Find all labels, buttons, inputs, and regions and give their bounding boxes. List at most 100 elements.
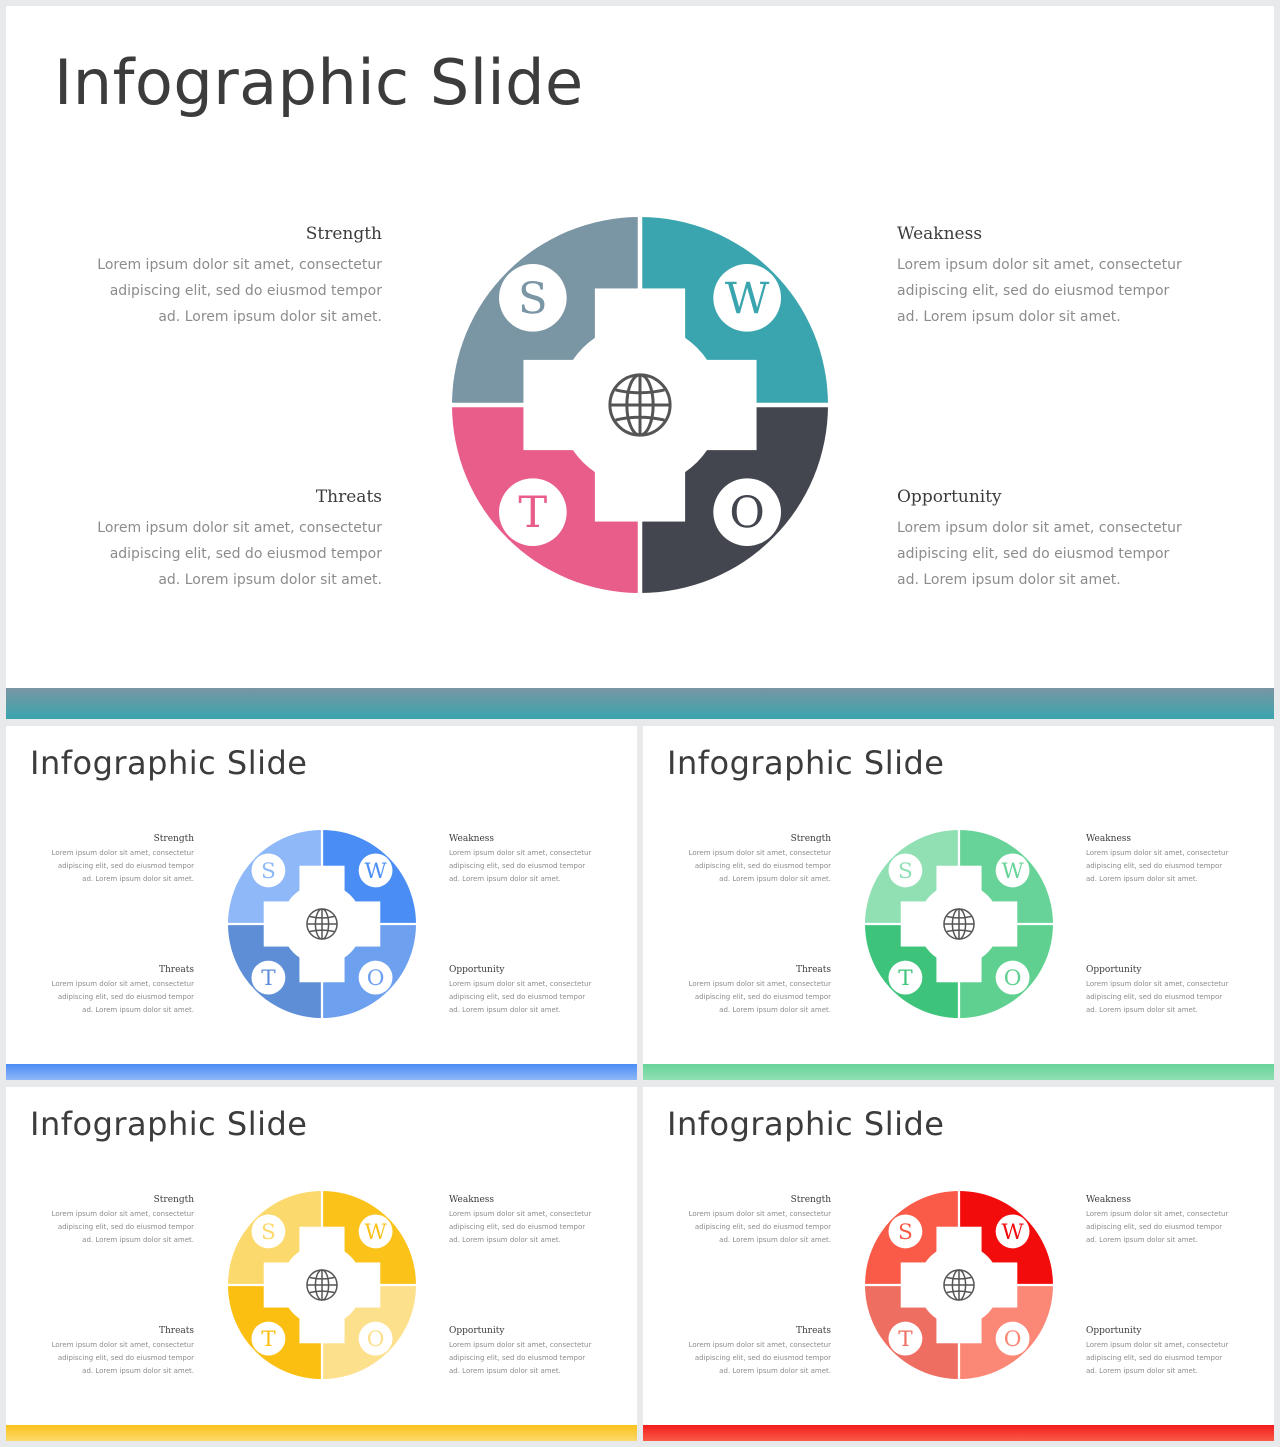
strength-block: Strength Lorem ipsum dolor sit amet, con… — [661, 834, 831, 886]
opportunity-text-line-3: ad. Lorem ipsum dolor sit amet. — [897, 572, 1121, 588]
strength-letter: S — [898, 859, 913, 884]
globe-icon — [306, 1269, 338, 1301]
strength-text-line-3: ad. Lorem ipsum dolor sit amet. — [82, 1236, 194, 1244]
weakness-block: Weakness Lorem ipsum dolor sit amet, con… — [449, 834, 619, 886]
threats-text-line-1: Lorem ipsum dolor sit amet, consectetur — [688, 980, 831, 988]
strength-letter-badge — [499, 264, 567, 332]
threats-text-line-2: adipiscing elit, sed do eiusmod tempor — [57, 993, 194, 1001]
weakness-text-line-3: ad. Lorem ipsum dolor sit amet. — [449, 875, 561, 883]
threats-letter-badge — [251, 960, 286, 995]
threats-block: Threats Lorem ipsum dolor sit amet, cons… — [661, 1326, 831, 1378]
opportunity-text-line-1: Lorem ipsum dolor sit amet, consectetur — [1086, 980, 1229, 988]
weakness-letter: W — [725, 274, 770, 324]
opportunity-letter: O — [367, 1327, 385, 1352]
weakness-letter: W — [1001, 1220, 1024, 1245]
threats-text-line-1: Lorem ipsum dolor sit amet, consectetur — [688, 1341, 831, 1349]
weakness-text-line-3: ad. Lorem ipsum dolor sit amet. — [449, 1236, 561, 1244]
strength-letter-badge — [888, 1214, 923, 1249]
opportunity-text-line-1: Lorem ipsum dolor sit amet, consectetur — [1086, 1341, 1229, 1349]
strength-text-line-3: ad. Lorem ipsum dolor sit amet. — [719, 1236, 831, 1244]
threats-text-line-1: Lorem ipsum dolor sit amet, consectetur — [51, 980, 194, 988]
weakness-block: Weakness Lorem ipsum dolor sit amet, con… — [449, 1195, 619, 1247]
weakness-text-line-1: Lorem ipsum dolor sit amet, consectetur — [1086, 849, 1229, 857]
threats-block: Threats Lorem ipsum dolor sit amet, cons… — [24, 965, 194, 1017]
weakness-heading: Weakness — [1086, 1195, 1132, 1205]
weakness-letter-badge — [358, 1214, 393, 1249]
strength-block: Strength Lorem ipsum dolor sit amet, con… — [24, 834, 194, 886]
weakness-letter-badge — [995, 1214, 1030, 1249]
slide-title: Infographic Slide — [54, 46, 584, 119]
strength-text-line-1: Lorem ipsum dolor sit amet, consectetur — [97, 257, 382, 273]
opportunity-text-line-3: ad. Lorem ipsum dolor sit amet. — [449, 1367, 561, 1375]
threats-heading: Threats — [315, 487, 382, 507]
strength-heading: Strength — [305, 224, 382, 244]
opportunity-block: Opportunity Lorem ipsum dolor sit amet, … — [1086, 1326, 1256, 1378]
opportunity-text-line-2: adipiscing elit, sed do eiusmod tempor — [449, 993, 586, 1001]
weakness-text-line-1: Lorem ipsum dolor sit amet, consectetur — [1086, 1210, 1229, 1218]
opportunity-text-line-3: ad. Lorem ipsum dolor sit amet. — [449, 1006, 561, 1014]
opportunity-text-line-1: Lorem ipsum dolor sit amet, consectetur — [449, 1341, 592, 1349]
strength-block: Strength Lorem ipsum dolor sit amet, con… — [52, 224, 382, 330]
threats-text-line-3: ad. Lorem ipsum dolor sit amet. — [158, 572, 382, 588]
strength-text-line-3: ad. Lorem ipsum dolor sit amet. — [719, 875, 831, 883]
bottom-accent-bar — [643, 1425, 1274, 1441]
threats-letter-badge — [251, 1321, 286, 1356]
threats-heading: Threats — [795, 965, 831, 975]
threats-letter: T — [898, 966, 913, 991]
threats-block: Threats Lorem ipsum dolor sit amet, cons… — [661, 965, 831, 1017]
strength-heading: Strength — [790, 834, 831, 844]
opportunity-text-line-3: ad. Lorem ipsum dolor sit amet. — [1086, 1367, 1198, 1375]
strength-block: Strength Lorem ipsum dolor sit amet, con… — [661, 1195, 831, 1247]
opportunity-letter-badge — [713, 478, 781, 546]
opportunity-letter: O — [729, 488, 764, 538]
strength-letter: S — [898, 1220, 913, 1245]
threats-text-line-2: adipiscing elit, sed do eiusmod tempor — [694, 993, 831, 1001]
strength-text-line-2: adipiscing elit, sed do eiusmod tempor — [57, 862, 194, 870]
strength-heading: Strength — [153, 1195, 194, 1205]
threats-block: Threats Lorem ipsum dolor sit amet, cons… — [24, 1326, 194, 1378]
opportunity-text-line-1: Lorem ipsum dolor sit amet, consectetur — [897, 520, 1182, 536]
weakness-letter: W — [364, 859, 387, 884]
threats-text-line-2: adipiscing elit, sed do eiusmod tempor — [109, 546, 382, 562]
weakness-letter: W — [1001, 859, 1024, 884]
opportunity-letter-badge — [358, 1321, 393, 1356]
weakness-text-line-2: adipiscing elit, sed do eiusmod tempor — [1086, 862, 1223, 870]
strength-text-line-1: Lorem ipsum dolor sit amet, consectetur — [688, 1210, 831, 1218]
strength-letter-badge — [251, 1214, 286, 1249]
weakness-heading: Weakness — [449, 834, 495, 844]
slide-blue: Infographic Slide Strength Lorem ipsum d… — [6, 726, 637, 1080]
weakness-text-line-2: adipiscing elit, sed do eiusmod tempor — [449, 1223, 586, 1231]
opportunity-text-line-2: adipiscing elit, sed do eiusmod tempor — [897, 546, 1170, 562]
globe-icon — [306, 908, 338, 940]
strength-text-line-2: adipiscing elit, sed do eiusmod tempor — [57, 1223, 194, 1231]
weakness-text-line-2: adipiscing elit, sed do eiusmod tempor — [897, 283, 1170, 299]
strength-text-line-3: ad. Lorem ipsum dolor sit amet. — [158, 309, 382, 325]
threats-letter: T — [261, 1327, 276, 1352]
strength-letter: S — [518, 274, 548, 324]
opportunity-text-line-2: adipiscing elit, sed do eiusmod tempor — [1086, 993, 1223, 1001]
slide-red: Infographic Slide Strength Lorem ipsum d… — [643, 1087, 1274, 1441]
opportunity-block: Opportunity Lorem ipsum dolor sit amet, … — [1086, 965, 1256, 1017]
opportunity-letter-badge — [995, 960, 1030, 995]
strength-block: Strength Lorem ipsum dolor sit amet, con… — [24, 1195, 194, 1247]
threats-text-line-3: ad. Lorem ipsum dolor sit amet. — [719, 1367, 831, 1375]
threats-text-line-1: Lorem ipsum dolor sit amet, consectetur — [97, 520, 382, 536]
weakness-heading: Weakness — [1086, 834, 1132, 844]
strength-text-line-2: adipiscing elit, sed do eiusmod tempor — [694, 862, 831, 870]
weakness-text-line-3: ad. Lorem ipsum dolor sit amet. — [1086, 875, 1198, 883]
strength-text-line-1: Lorem ipsum dolor sit amet, consectetur — [688, 849, 831, 857]
opportunity-text-line-2: adipiscing elit, sed do eiusmod tempor — [1086, 1354, 1223, 1362]
weakness-text-line-3: ad. Lorem ipsum dolor sit amet. — [1086, 1236, 1198, 1244]
weakness-heading: Weakness — [449, 1195, 495, 1205]
weakness-text-line-2: adipiscing elit, sed do eiusmod tempor — [449, 862, 586, 870]
weakness-text-line-1: Lorem ipsum dolor sit amet, consectetur — [449, 849, 592, 857]
bottom-accent-bar — [643, 1064, 1274, 1080]
threats-text-line-3: ad. Lorem ipsum dolor sit amet. — [82, 1006, 194, 1014]
opportunity-letter-badge — [995, 1321, 1030, 1356]
weakness-letter-badge — [358, 853, 393, 888]
slide-green: Infographic Slide Strength Lorem ipsum d… — [643, 726, 1274, 1080]
globe-icon — [943, 908, 975, 940]
